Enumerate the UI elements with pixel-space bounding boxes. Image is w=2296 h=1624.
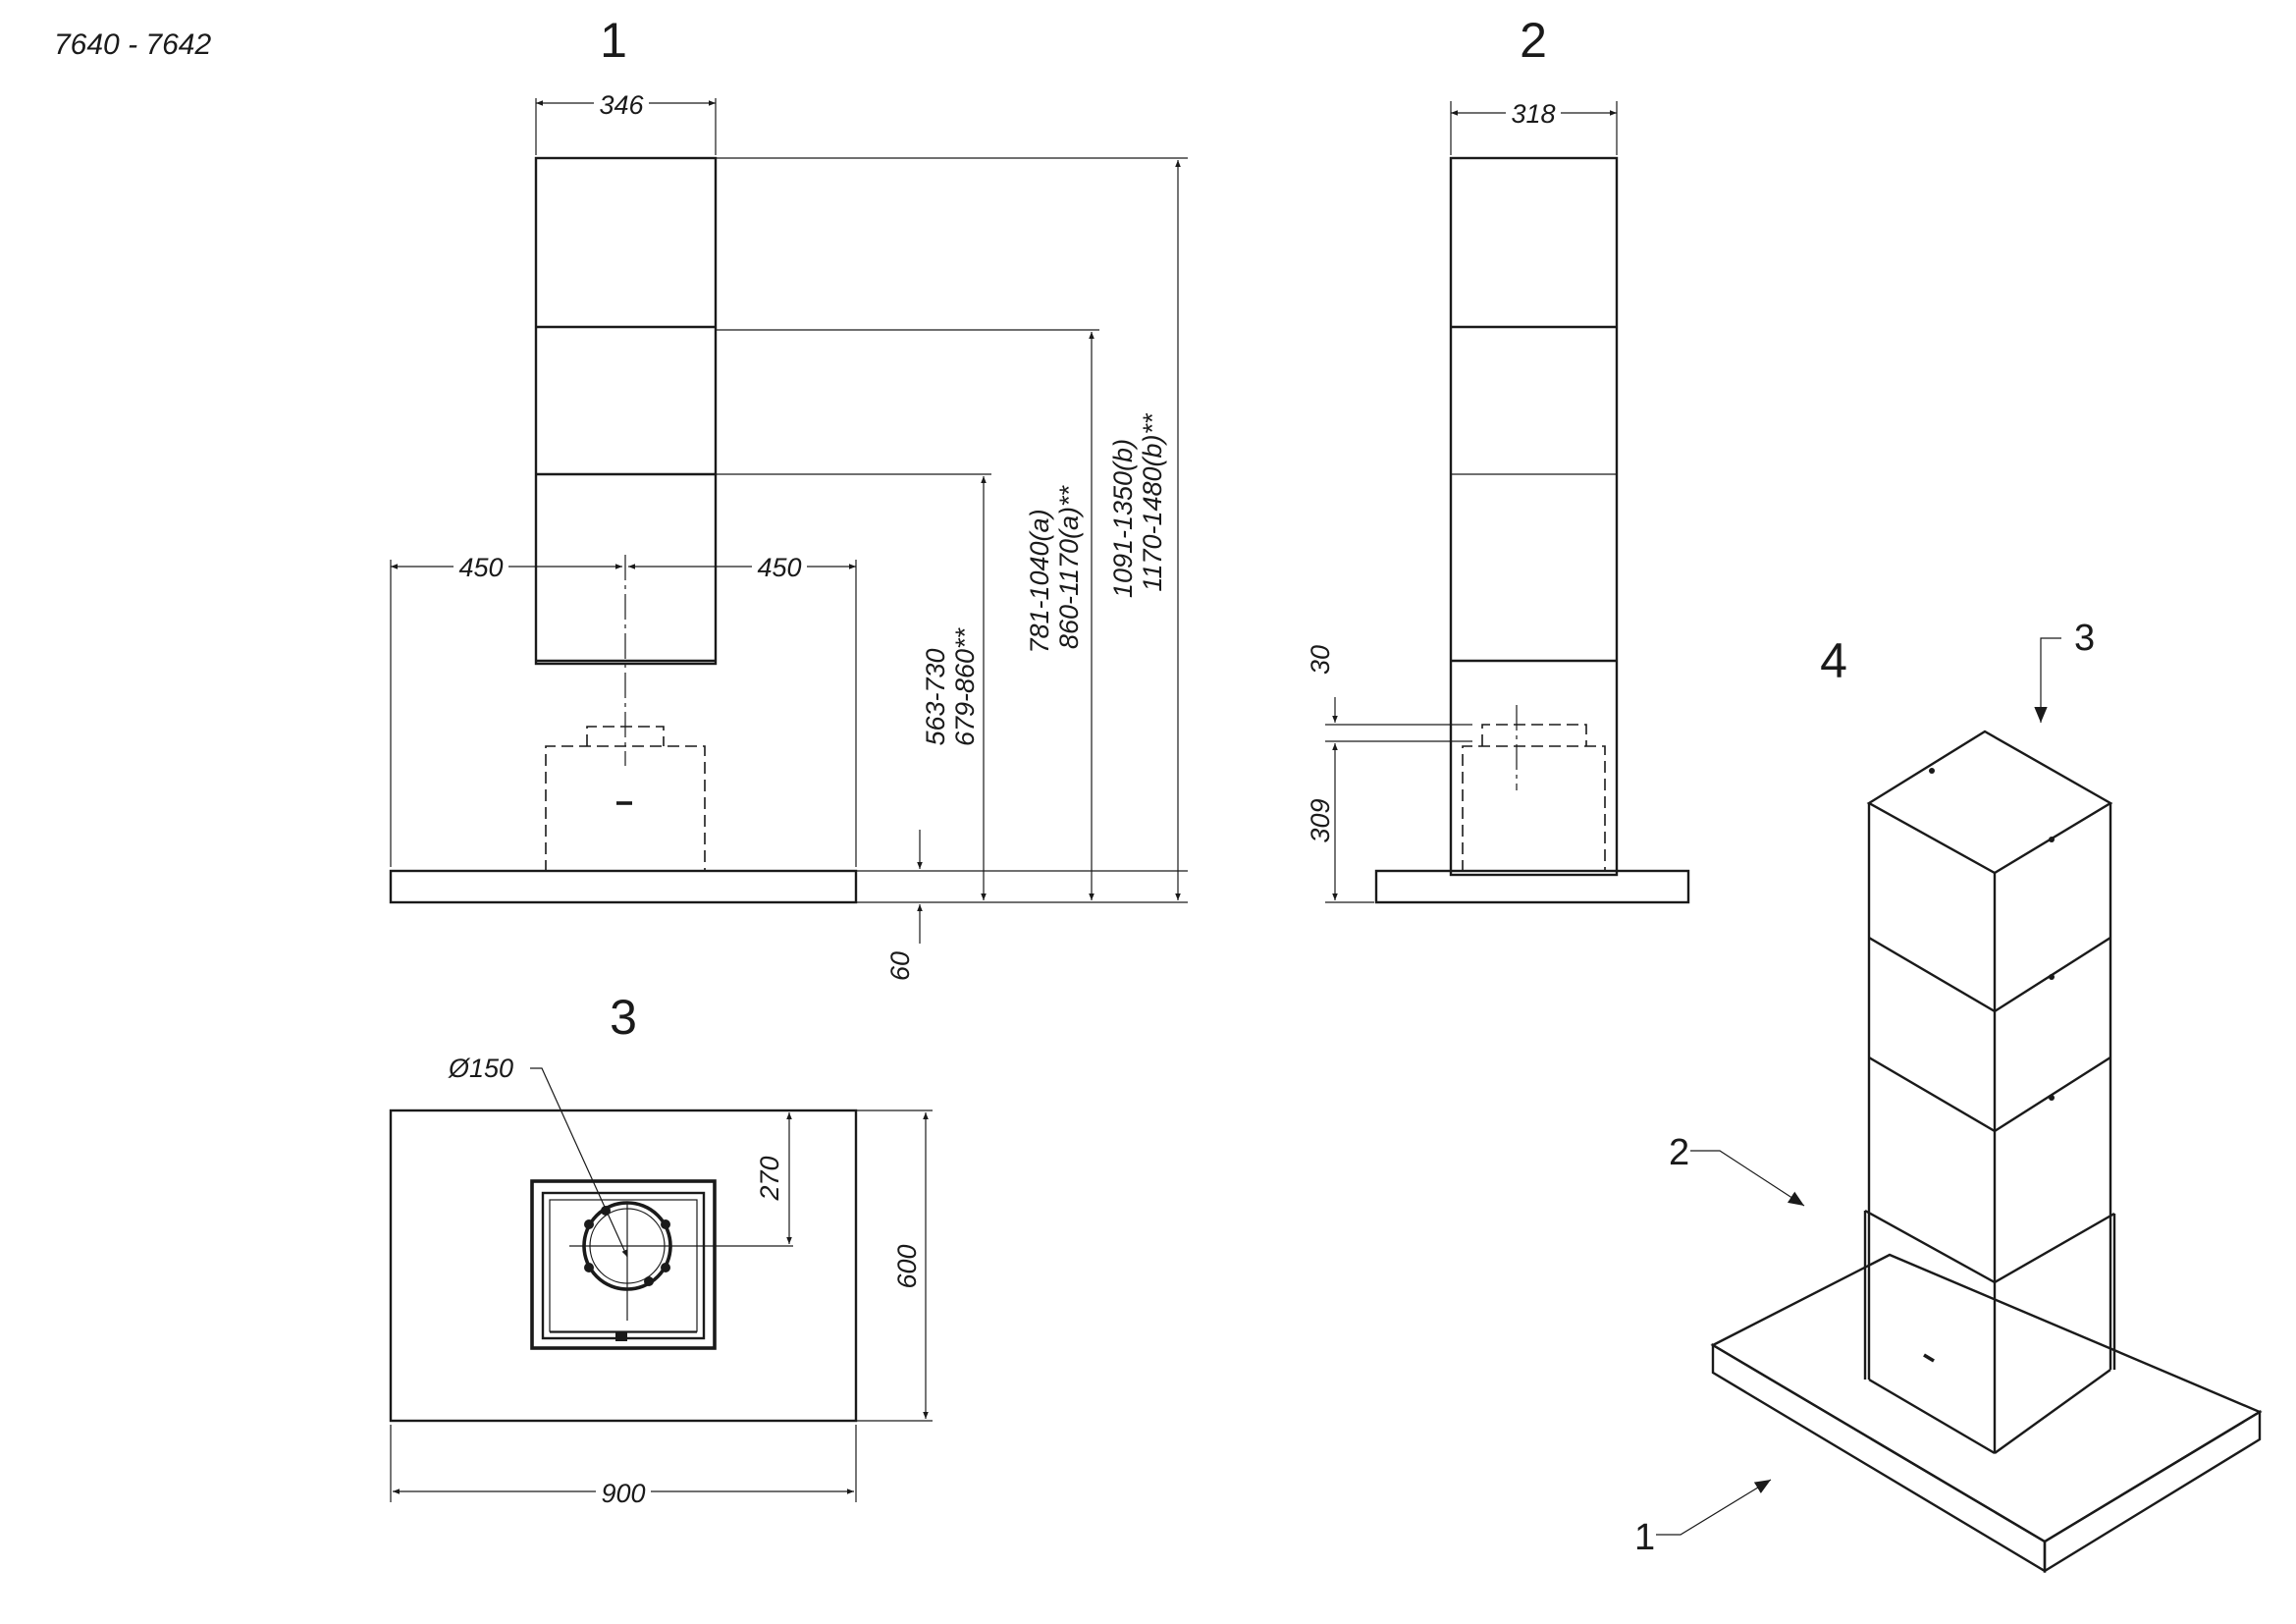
view-label-front: 1: [600, 13, 627, 68]
iso-chimney-top: [1866, 730, 2113, 875]
dim-h3-b: 1170-1480(b)**: [1138, 412, 1167, 592]
view-label-side: 2: [1520, 13, 1547, 68]
chimney-footprint: [530, 1179, 717, 1350]
side-canopy: [1374, 869, 1690, 904]
dim-h2-b: 860-1170(a)**: [1054, 484, 1084, 649]
callout-3: 3: [2074, 618, 2095, 659]
dim-depth: 600: [892, 1244, 922, 1288]
dim-outlet-height: 30: [1306, 645, 1335, 675]
dim-h1-a: 563-730: [921, 648, 950, 745]
canopy: [389, 869, 858, 904]
dim-h1-b: 679-860**: [950, 626, 980, 746]
dim-right-half: 450: [757, 553, 801, 582]
dim-outlet-diameter: Ø150: [448, 1054, 513, 1083]
model-code: 7640 - 7642: [54, 28, 211, 61]
dim-motor-height: 309: [1306, 798, 1335, 842]
view-label-iso: 4: [1820, 633, 1847, 688]
dim-base-height: 60: [885, 951, 915, 981]
dim-width-top: 900: [601, 1479, 645, 1508]
dim-width-side: 318: [1511, 99, 1555, 129]
side-view: 2 318 30 309: [1306, 13, 1690, 904]
callout-2: 2: [1669, 1132, 1689, 1173]
top-canopy: [389, 1109, 858, 1423]
dim-h2-a: 781-1040(a): [1025, 509, 1054, 653]
side-chimney: [1449, 156, 1619, 877]
callout-1: 1: [1634, 1517, 1655, 1558]
dim-h3-a: 1091-1350(b): [1108, 439, 1138, 598]
dim-outlet-offset: 270: [755, 1156, 784, 1201]
front-view: 1 346 450 450: [389, 13, 1188, 981]
iso-view: 4 3 2 1: [1634, 618, 2263, 1574]
top-view: 3 Ø150 270 600 900: [389, 990, 933, 1508]
dim-left-half: 450: [458, 553, 503, 582]
view-label-top: 3: [610, 990, 637, 1045]
iso-canopy-top: [1710, 1253, 2263, 1543]
dim-width-front: 346: [599, 90, 644, 120]
